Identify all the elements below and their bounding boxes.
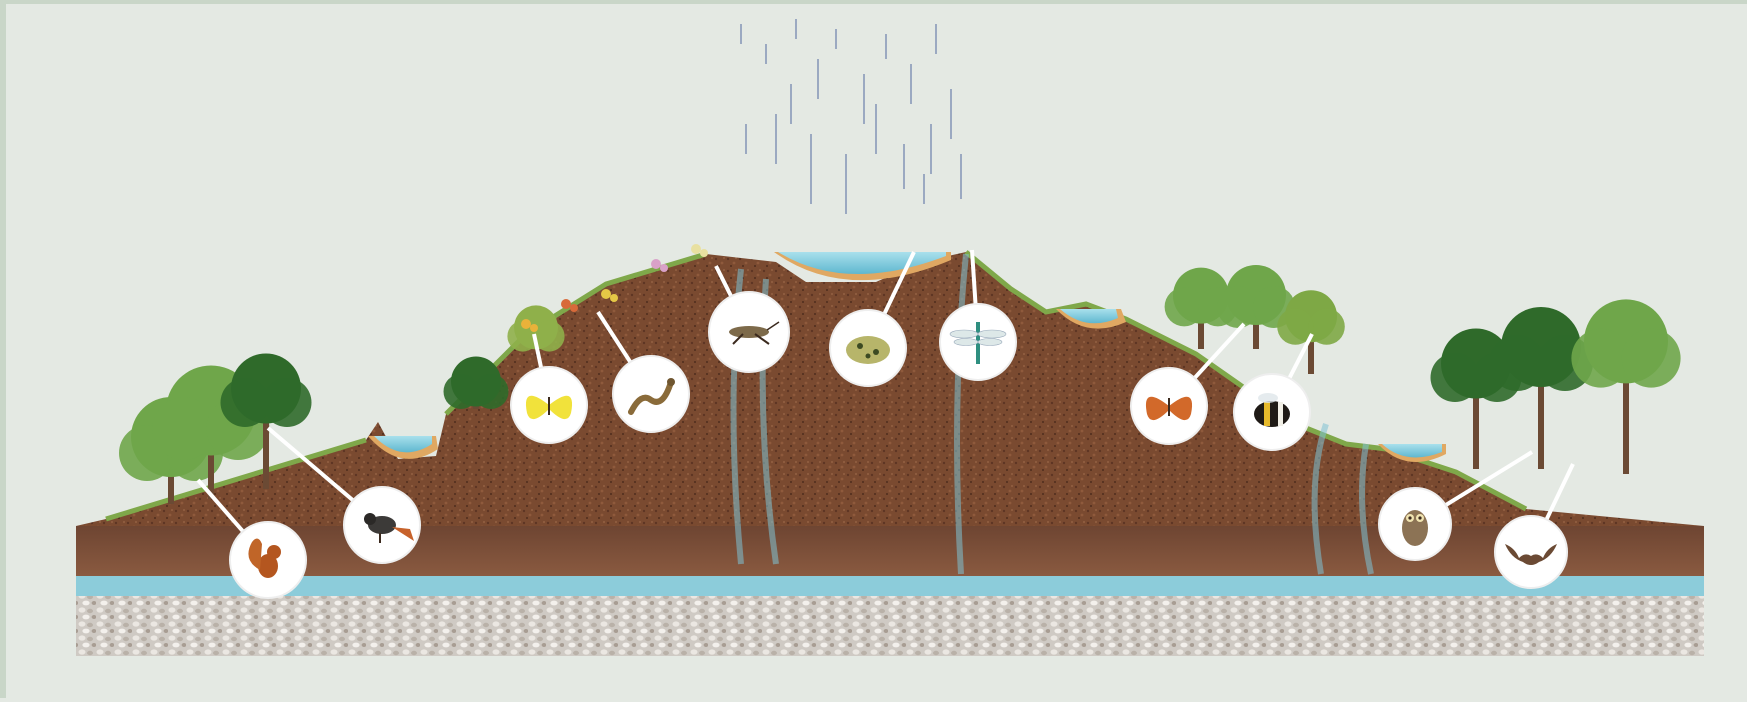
flower-cluster: [521, 319, 538, 332]
tree: [507, 305, 565, 352]
bird-icon: [364, 513, 414, 543]
pond-right-upper: [1056, 309, 1126, 329]
tree: [1571, 299, 1681, 474]
subsoil-layer: [76, 526, 1704, 576]
groundwater-layer: [76, 576, 1704, 596]
species-callouts: [196, 249, 1575, 599]
tree: [1277, 290, 1345, 374]
flower-cluster: [601, 289, 618, 302]
callout-bubble[interactable]: [612, 355, 690, 433]
flower-cluster: [561, 299, 578, 312]
flower-cluster: [651, 259, 668, 272]
rain-drops: [740, 19, 962, 214]
soil-mound: [76, 252, 1704, 526]
callout-redstart[interactable]: [266, 426, 421, 564]
flower-cluster: [691, 244, 708, 257]
vegetation: [119, 244, 1681, 504]
grasshopper-icon: [729, 321, 780, 345]
butterfly-icon: [525, 395, 573, 420]
gravel-layer: [76, 596, 1704, 656]
dragonfly-icon: [949, 322, 1007, 364]
squirrel-icon: [248, 538, 281, 578]
callout-map-butterfly[interactable]: [1130, 322, 1246, 445]
tree: [443, 356, 509, 409]
lizard-icon: [628, 378, 675, 415]
bat-icon: [1505, 544, 1557, 565]
pond-right-lower: [1378, 444, 1446, 462]
tree: [1489, 307, 1593, 469]
callout-little-owl[interactable]: [1378, 450, 1534, 561]
butterfly-icon: [1145, 396, 1193, 421]
callout-bumblebee[interactable]: [1233, 333, 1314, 451]
callout-dragonfly[interactable]: [939, 249, 1017, 381]
callout-lizard[interactable]: [596, 310, 690, 433]
callout-toad[interactable]: [829, 251, 916, 387]
callout-brimstone-butterfly[interactable]: [510, 333, 588, 444]
pond-left: [368, 436, 438, 459]
callout-grasshopper[interactable]: [708, 265, 790, 373]
owl-icon: [1402, 510, 1428, 546]
toad-icon: [846, 336, 890, 364]
callout-bubble[interactable]: [1494, 515, 1568, 589]
callout-bat[interactable]: [1494, 463, 1575, 589]
bee-icon: [1254, 393, 1290, 427]
tree: [220, 353, 312, 489]
tree: [1217, 265, 1295, 349]
callout-squirrel[interactable]: [196, 478, 307, 599]
habitat-cross-section: [76, 19, 1704, 656]
